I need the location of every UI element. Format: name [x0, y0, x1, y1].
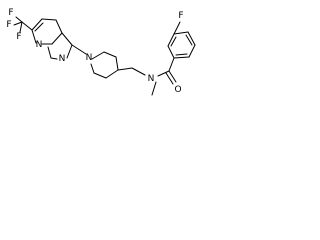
atom-labels: F F F N N N F N O — [6, 8, 183, 95]
bond-ph-c2-c3 — [167, 33, 175, 47]
atom-n-amide: N — [148, 74, 155, 84]
atom-n-piperidine: N — [86, 53, 93, 63]
atom-n-ring-bottom: N — [59, 54, 66, 64]
atom-f-left: F — [6, 20, 11, 30]
atom-f-bottom: F — [16, 32, 21, 42]
bond-n1-c2 — [31, 29, 37, 44]
bond-n6-c7 — [50, 57, 58, 60]
bond-cf3-f2 — [13, 21, 23, 26]
bond-c4a-c8a — [51, 32, 63, 45]
bonds — [13, 16, 196, 96]
bond-namide-carbonyl — [157, 70, 170, 77]
bond-namide-methyl — [151, 81, 157, 96]
atom-f-top-left: F — [8, 8, 13, 18]
bond-ch2-namide — [131, 67, 146, 76]
bond-c4-c4a — [55, 19, 63, 34]
bond-carbonyl-phenyl — [168, 57, 175, 72]
bond-c2-c3 — [31, 18, 43, 31]
bond-ph-c2-c3-double — [170, 36, 177, 47]
bond-ph-c4-c5-double — [185, 34, 193, 46]
bond-c4a-c5 — [61, 32, 73, 46]
bond-pip-c4-c5 — [105, 69, 119, 79]
bond-c2-c3-double — [34, 22, 44, 32]
bond-ph-c4-c5 — [187, 31, 196, 46]
bond-ph-c3-f — [173, 21, 181, 35]
bond-carbonyl-o — [168, 70, 177, 83]
bond-c7-c8 — [47, 46, 52, 59]
bond-ph-c6-c1 — [173, 56, 190, 59]
bond-c5-n6 — [66, 44, 73, 59]
bond-pip-n-c2 — [91, 51, 105, 60]
atom-o-carbonyl: O — [174, 85, 181, 95]
bond-pip-c2-c3 — [103, 51, 117, 58]
chemical-structure-diagram: F F F N N N F N O — [6, 8, 196, 96]
bond-c4-ch2 — [117, 67, 133, 71]
bond-pip-c5-c6 — [93, 72, 107, 79]
bond-pip-c3-c4 — [115, 56, 119, 71]
bond-cf3-f3 — [19, 21, 23, 33]
bond-cf3-f1 — [15, 16, 23, 23]
bond-c3-c4 — [41, 18, 57, 21]
bond-ph-c5-c6 — [188, 44, 196, 58]
bond-pip-c6-n — [90, 63, 95, 74]
bond-ph-c3-c4 — [173, 31, 189, 35]
bond-c5-piperidine-n — [71, 44, 87, 55]
bond-ph-c1-c2 — [167, 45, 175, 59]
bond-ph-c6-c1-double — [175, 53, 188, 56]
bond-cf3-c2 — [21, 21, 33, 31]
bond-carbonyl-o-double — [165, 72, 174, 85]
atom-n-ring-top: N — [36, 40, 43, 50]
atom-f-phenyl: F — [178, 11, 183, 21]
